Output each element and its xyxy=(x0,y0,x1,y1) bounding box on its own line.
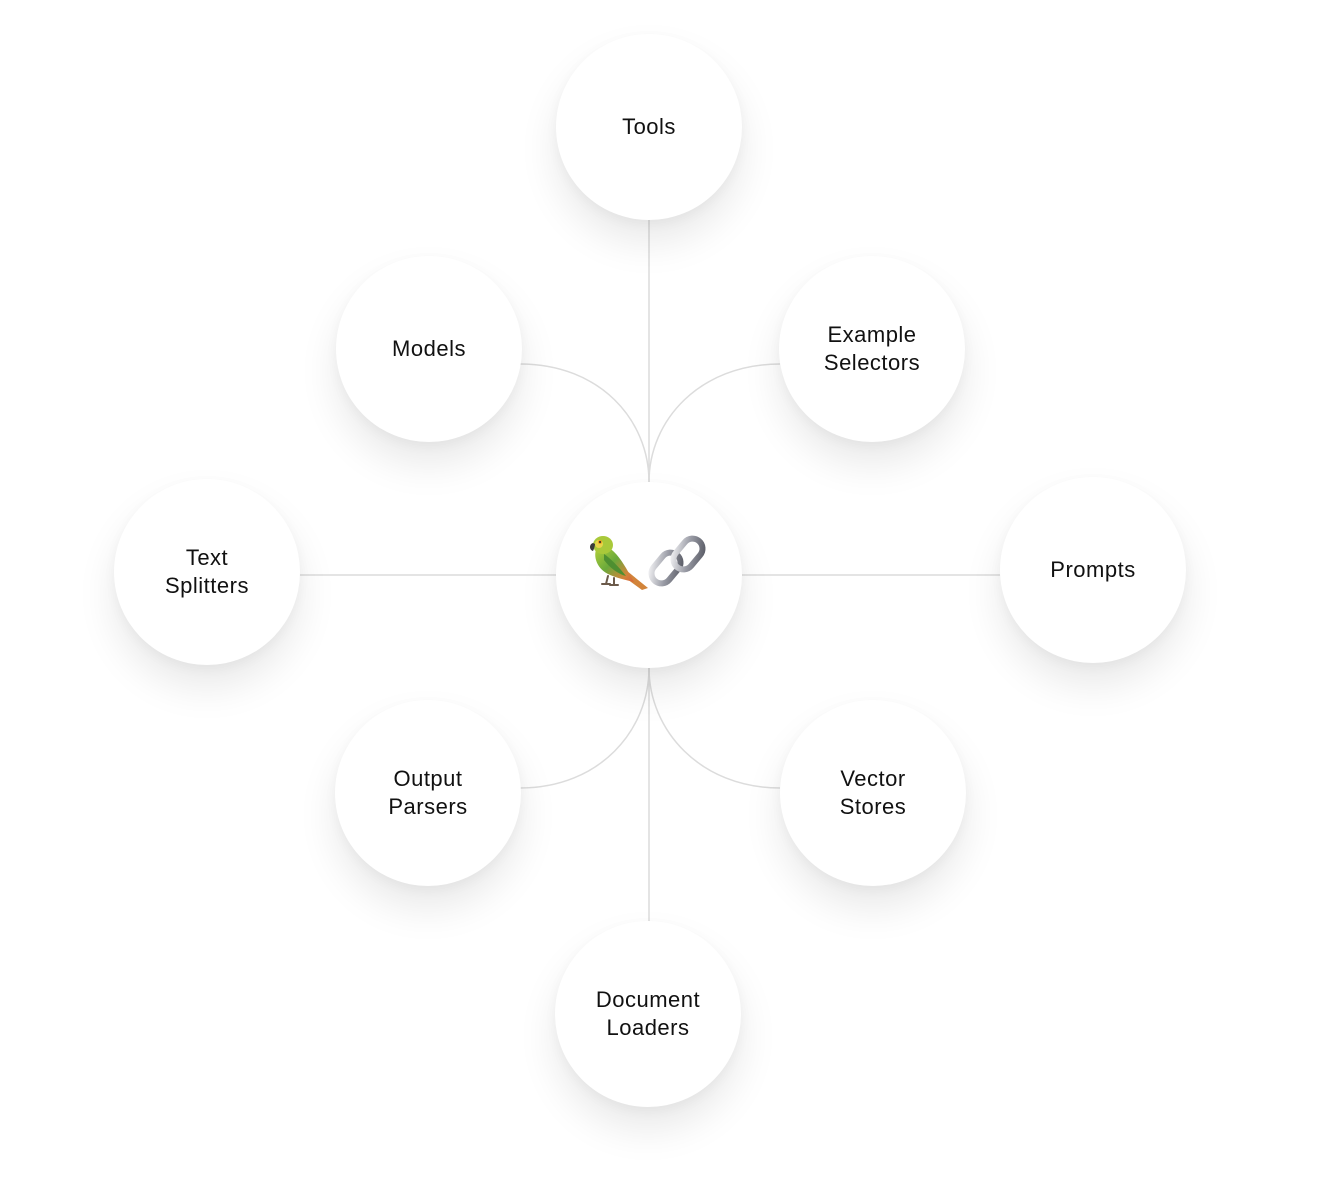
center-logo xyxy=(590,535,706,590)
connector-models xyxy=(519,363,650,483)
connector-output-parsers xyxy=(519,667,650,789)
node-tools[interactable]: Tools xyxy=(556,34,742,220)
node-label-tools: Tools xyxy=(622,114,676,139)
node-label-document-loaders: Document Loaders xyxy=(595,987,701,1040)
node-label-text-splitters: Text Splitters xyxy=(165,545,249,598)
node-label-vector-stores: Vector Stores xyxy=(839,766,907,819)
node-label-prompts: Prompts xyxy=(1050,557,1136,582)
node-text-splitters[interactable]: Text Splitters xyxy=(114,479,300,665)
node-vector-stores[interactable]: Vector Stores xyxy=(780,700,966,886)
node-output-parsers[interactable]: Output Parsers xyxy=(335,700,521,886)
connector-vector-stores xyxy=(648,667,781,789)
connector-example-selectors xyxy=(648,363,781,483)
parrot-icon xyxy=(590,536,648,590)
node-models[interactable]: Models xyxy=(336,256,522,442)
node-example-selectors[interactable]: Example Selectors xyxy=(779,256,965,442)
node-label-example-selectors: Example Selectors xyxy=(823,322,921,375)
node-document-loaders[interactable]: Document Loaders xyxy=(555,921,741,1107)
node-label-models: Models xyxy=(392,336,466,361)
node-label-output-parsers: Output Parsers xyxy=(388,766,468,819)
center-node[interactable] xyxy=(556,482,742,668)
chain-link-icon xyxy=(648,535,706,587)
node-prompts[interactable]: Prompts xyxy=(1000,477,1186,663)
